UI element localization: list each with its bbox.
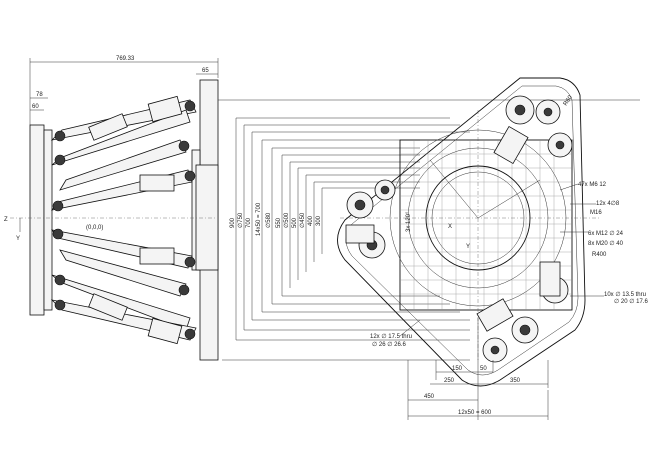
axis-y-label-top: Y <box>466 244 470 250</box>
axis-z-label: Z <box>4 217 8 223</box>
actuator-legs <box>50 95 197 345</box>
callout-4d8: 12x 4∅8 <box>596 200 620 207</box>
callout-r60: R60 <box>563 94 575 107</box>
dim-450: ∅450 <box>299 212 306 228</box>
dim-150: 150 <box>452 366 463 372</box>
actuator-hubs <box>345 95 573 363</box>
dim-350: 350 <box>510 378 521 384</box>
dim-12x50: 12x50 = 600 <box>458 410 492 416</box>
callout-thru-left-1: 12x ∅ 17.5 thru <box>370 333 412 340</box>
angle-label: 3x 120° <box>406 211 412 232</box>
dim-450: 450 <box>424 394 435 400</box>
axis-y-label: Y <box>16 236 20 242</box>
vertical-dimensions: 900 ∅750 700 14x50 = 700 ∅580 550 ∅500 5… <box>218 99 640 361</box>
base-plate <box>29 124 45 316</box>
callout-m12: 6x M12 ∅ 24 <box>588 230 624 237</box>
top-view: X Y 3x 120° R60 47x M6 12 12x 4∅8 M16 6x… <box>337 77 648 420</box>
dim-base-60: 60 <box>32 104 39 110</box>
callout-r400: R400 <box>592 252 607 258</box>
side-view: 769.33 65 78 60 Z Y (0,0,0) <box>4 56 219 361</box>
callout-thru-right-2: ∅ 20 ∅ 17.6 <box>614 298 648 305</box>
dim-14x50: 14x50 = 700 <box>256 202 262 236</box>
dim-700: 700 <box>246 217 252 228</box>
axis-x-label: X <box>448 224 452 230</box>
dim-50: 50 <box>480 366 487 372</box>
callout-m6: 47x M6 12 <box>578 182 607 188</box>
dim-900: 900 <box>230 217 236 228</box>
dim-500d: ∅500 <box>283 212 290 228</box>
callout-m20: 8x M20 ∅ 40 <box>588 240 624 247</box>
dim-base-78: 78 <box>36 92 43 98</box>
dim-250: 250 <box>444 378 455 384</box>
dim-top-plate: 65 <box>202 68 209 74</box>
dim-580: ∅580 <box>265 212 272 228</box>
callout-thru-right-1: 10x ∅ 13.5 thru <box>604 291 646 298</box>
dim-overall-width: 769.33 <box>116 56 135 62</box>
origin-label: (0,0,0) <box>86 225 103 231</box>
dim-750: ∅750 <box>237 212 244 228</box>
dim-300: 300 <box>316 215 322 226</box>
triangular-base-plate <box>337 77 586 387</box>
callout-m16: M16 <box>590 210 602 216</box>
dim-400: 400 <box>308 215 314 226</box>
dim-500: 500 <box>292 217 298 228</box>
dim-550: 550 <box>276 217 282 228</box>
callout-thru-left-2: ∅ 26 ∅ 26.6 <box>372 341 406 348</box>
